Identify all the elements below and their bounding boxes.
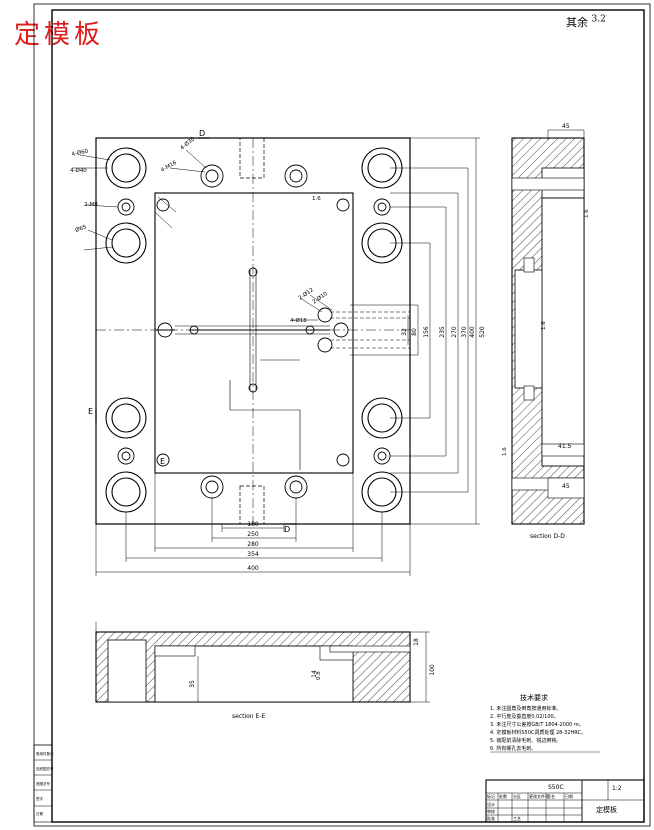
- tb-side-label-4: 批准: [487, 815, 495, 821]
- left-strip-2: 旧底图总号: [36, 766, 54, 771]
- right-dims: [350, 137, 480, 525]
- left-strip-1: 借用件登记: [36, 751, 54, 756]
- roughness-2: 1.6: [584, 209, 590, 218]
- roughness-4: 1.6: [502, 447, 508, 456]
- dim-right-235: 235: [439, 326, 446, 338]
- hole-label-2: 4-Ø40: [70, 167, 87, 174]
- leaders: [72, 149, 333, 321]
- title-block: [485, 779, 645, 823]
- dim-bottom-354: 354: [247, 551, 259, 558]
- surface-finish-prefix: 其余: [566, 16, 588, 29]
- note-4: 4. 定模板材料S50C调质处理 28-32HRC。: [490, 729, 586, 736]
- section-mark-d-top: D: [199, 129, 205, 138]
- note-6: 6. 所有螺孔去毛刺。: [490, 745, 536, 752]
- roughness-3: 1.6: [541, 321, 547, 330]
- note-2: 2. 平行度及垂直度0.02/100。: [490, 713, 559, 720]
- hole-label-9: 4-Ø18: [290, 317, 307, 324]
- tb-row-label-2: 处数: [499, 793, 507, 799]
- outer-frame: [33, 3, 651, 827]
- hole-label-5: 2-M8: [84, 202, 98, 208]
- section-dd-dim-2: 41.5: [558, 443, 572, 450]
- bottom-dims: [95, 473, 411, 576]
- note-1: 1. 未注圆角及倒角按通用标准。: [490, 705, 561, 712]
- dim-right-520: 520: [479, 326, 486, 338]
- hole-label-1: 4-Ø60: [71, 148, 89, 158]
- notes-title: 技术要求: [520, 693, 548, 702]
- hole-label-4: 4-M16: [160, 160, 178, 174]
- section-ee-dim-2: 35: [189, 680, 196, 688]
- hole-label-3: 4-Ø30: [179, 135, 197, 151]
- tb-side-label-3: 工艺: [513, 816, 521, 821]
- left-strip: [33, 744, 53, 823]
- drawing-stamp: 定模板: [14, 20, 105, 50]
- section-dd-dim-3: 45: [562, 483, 570, 490]
- dim-bottom-280: 280: [247, 541, 259, 548]
- section-dd-label: section D-D: [530, 533, 565, 540]
- tb-side-label-2: 审核: [487, 808, 495, 814]
- tb-row-label-5: 签名: [547, 793, 555, 799]
- section-mark-e-left: E: [88, 407, 93, 416]
- tb-side-label-1: 设计: [487, 801, 495, 807]
- section-ee-dim-1: 18: [413, 638, 420, 646]
- dim-right-400: 400: [469, 326, 476, 338]
- dim-right-270: 270: [451, 326, 458, 338]
- section-ee-label: section E-E: [232, 713, 265, 720]
- tb-row-label-3: 分区: [513, 793, 521, 799]
- note-5: 5. 装配前清除毛刺、锐边倒钝。: [490, 737, 561, 744]
- dim-bottom-400: 400: [247, 565, 259, 572]
- roughness-5: 0.8: [316, 671, 322, 680]
- dim-right-80: 80: [411, 328, 418, 336]
- section-mark-d-bottom: D: [284, 525, 290, 534]
- dim-right-32: 32: [401, 328, 408, 336]
- dim-bottom-180: 180: [247, 521, 259, 528]
- title-block-scale: 1:2: [612, 785, 622, 792]
- hole-label-6: Ø65: [74, 223, 88, 234]
- section-ee-dim-3: 100: [429, 664, 436, 676]
- surface-finish-value: 3.2: [591, 14, 606, 25]
- note-3: 3. 未注尺寸公差按GB/T 1804-2000 m。: [490, 721, 584, 728]
- left-strip-4: 签字: [36, 796, 43, 801]
- tb-row-label-6: 日期: [565, 793, 573, 799]
- roughness-1: 1.6: [312, 196, 321, 202]
- left-strip-5: 日期: [36, 811, 43, 816]
- tb-row-label-4: 更改文件号: [529, 793, 549, 799]
- dim-bottom-250: 250: [247, 531, 259, 538]
- section-dd-view: [511, 129, 585, 525]
- inner-frame: [51, 9, 645, 823]
- section-arrows: [95, 137, 296, 525]
- section-dd-dim-1: 45: [562, 123, 570, 130]
- dim-right-370: 370: [461, 326, 468, 338]
- cavity-pocket: [154, 192, 354, 474]
- section-ee-dim-4: 14: [311, 670, 318, 678]
- left-strip-3: 底图总号: [36, 781, 50, 786]
- section-mark-e-right: E: [160, 457, 165, 466]
- tb-row-label-1: 标记: [487, 793, 495, 799]
- section-ee-view: [95, 622, 430, 703]
- surface-finish-mark: 其余 3.2: [566, 14, 606, 30]
- title-block-name: 定模板: [596, 805, 617, 814]
- plan-view: [72, 137, 480, 576]
- dim-right-156: 156: [423, 326, 430, 338]
- title-block-material: S50C: [548, 784, 564, 791]
